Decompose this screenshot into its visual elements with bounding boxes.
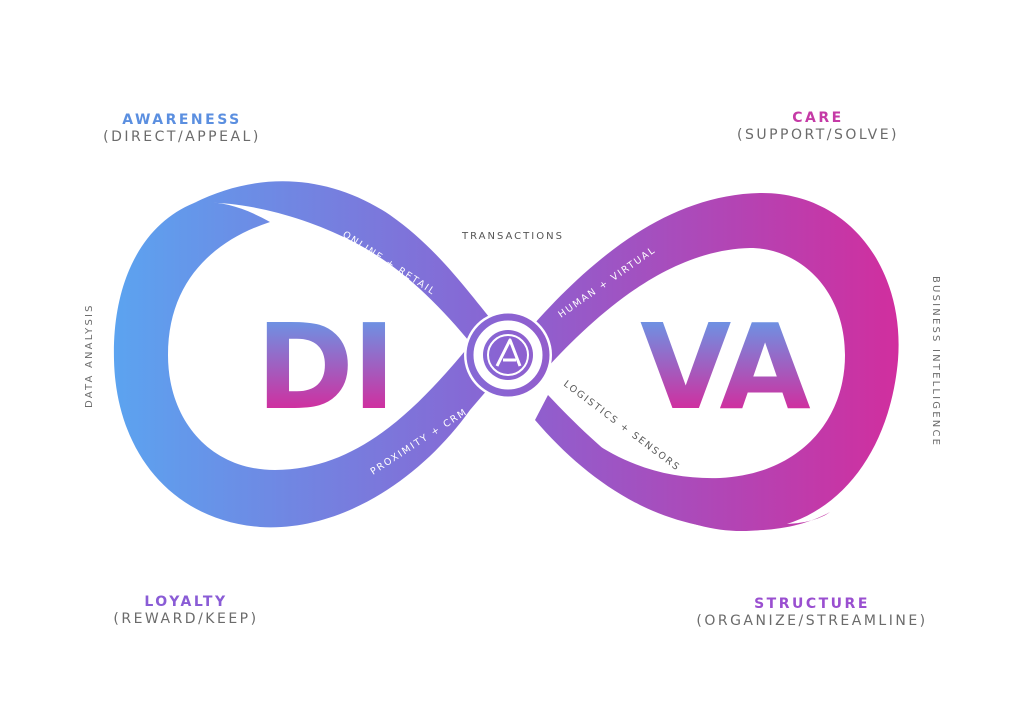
care-title: CARE <box>792 110 844 126</box>
awareness-title: AWARENESS <box>122 112 242 128</box>
logo-left-letters: DI <box>256 298 394 436</box>
center-a-logo-icon <box>495 338 522 367</box>
logo-right-letters: VA <box>640 298 810 436</box>
right-loop-band <box>520 192 899 532</box>
structure-subtitle: (ORGANIZE/STREAMLINE) <box>696 613 928 629</box>
business-intelligence-label: BUSINESS INTELLIGENCE <box>930 276 941 448</box>
loyalty-title: LOYALTY <box>144 594 228 610</box>
care-subtitle: (SUPPORT/SOLVE) <box>736 127 900 143</box>
left-loop-band <box>113 202 501 528</box>
data-analysis-label: DATA ANALYSIS <box>84 303 95 408</box>
center-inner-disc <box>483 330 533 380</box>
transactions-label: TRANSACTIONS <box>462 231 564 242</box>
quadrant-structure: STRUCTURE (ORGANIZE/STREAMLINE) <box>686 596 938 629</box>
loyalty-subtitle: (REWARD/KEEP) <box>113 611 259 627</box>
quadrant-awareness: AWARENESS (DIRECT/APPEAL) <box>92 112 272 145</box>
center-inner-ring <box>487 334 529 376</box>
awareness-subtitle: (DIRECT/APPEAL) <box>103 129 261 145</box>
quadrant-loyalty: LOYALTY (REWARD/KEEP) <box>100 594 272 627</box>
quadrant-care: CARE (SUPPORT/SOLVE) <box>728 110 908 143</box>
right-bottom-swoosh <box>535 395 830 531</box>
structure-title: STRUCTURE <box>754 596 870 612</box>
center-outer-ring <box>466 313 550 397</box>
